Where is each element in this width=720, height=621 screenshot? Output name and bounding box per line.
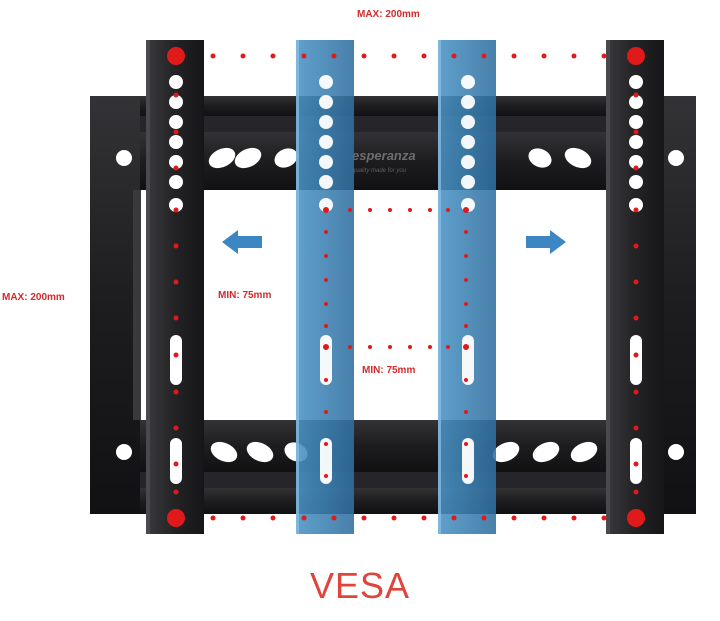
left-blue-rail xyxy=(296,40,354,534)
vesa-max-guide xyxy=(167,47,645,527)
arrow-right-icon xyxy=(526,230,566,254)
right-blue-rail xyxy=(438,40,496,534)
left-vertical-rail xyxy=(146,40,204,534)
vesa-caption: VESA xyxy=(309,565,411,606)
svg-text:esperanza: esperanza xyxy=(352,148,416,163)
arrow-left-icon xyxy=(222,230,262,254)
wall-plate xyxy=(90,96,696,514)
min-horizontal-label: MIN: 75mm xyxy=(218,290,272,301)
right-vertical-rail xyxy=(606,40,664,534)
esperanza-logo: esperanza quality made for you xyxy=(352,148,416,174)
vesa-min-guide xyxy=(323,207,469,478)
svg-text:quality made for you: quality made for you xyxy=(352,168,407,174)
min-vertical-label: MIN: 75mm xyxy=(362,365,416,376)
max-horizontal-label: MAX: 200mm xyxy=(357,9,420,20)
wall-plate-holes xyxy=(116,147,684,463)
max-vertical-label: MAX: 200mm xyxy=(2,292,65,303)
